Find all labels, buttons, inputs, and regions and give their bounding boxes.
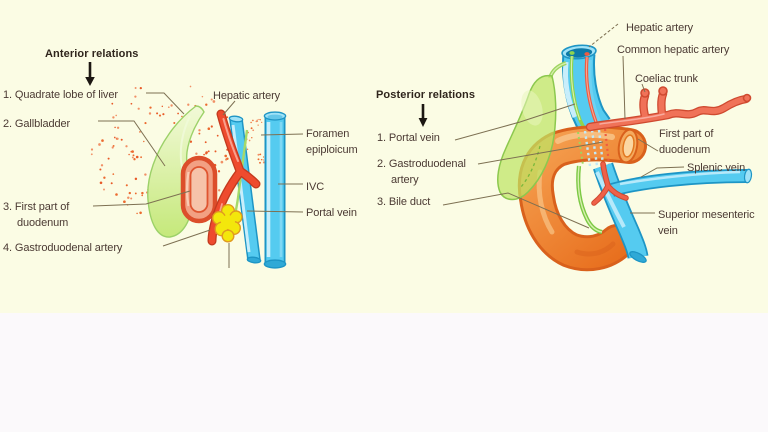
posterior-label-first-part-duodenum: First part of duodenum xyxy=(659,128,714,156)
posterior-label-common-hepatic-artery: Common hepatic artery xyxy=(617,44,730,56)
anterior-artwork xyxy=(85,62,304,269)
posterior-leader-lines xyxy=(442,23,685,229)
coeliac-trunk-vessel xyxy=(585,86,752,132)
duodenum-cross-section xyxy=(180,155,218,224)
lymph-node-shape xyxy=(211,203,243,243)
posterior-item-bile-duct: 3. Bile duct xyxy=(377,196,431,208)
anterior-title: Anterior relations xyxy=(45,48,139,60)
splenic-vein-tube xyxy=(610,168,753,197)
posterior-title: Posterior relations xyxy=(376,89,476,101)
posterior-label-coeliac-trunk: Coeliac trunk xyxy=(635,73,698,85)
figure-canvas: Anterior relations 1. Quadrate lobe of l… xyxy=(0,0,768,313)
anterior-label-hepatic-artery: Hepatic artery xyxy=(213,90,281,102)
anterior-item-quadrate-lobe: 1. Quadrate lobe of liver xyxy=(3,89,118,101)
posterior-label-splenic-vein: Splenic vein xyxy=(687,162,746,174)
bile-duct-tube xyxy=(576,165,603,235)
anterior-label-ivc: IVC xyxy=(306,181,325,193)
posterior-down-arrow-icon xyxy=(418,104,428,127)
diagram-artwork xyxy=(85,23,753,272)
anterior-item-first-part-duodenum: 3. First part of duodenum xyxy=(3,201,70,229)
anterior-label-portal-vein: Portal vein xyxy=(306,207,357,219)
anterior-label-foramen-epiploicum: Foramen epiploicum xyxy=(306,128,358,156)
anterior-item-gallbladder: 2. Gallbladder xyxy=(3,118,71,130)
hidden-vessel-dashes xyxy=(577,128,611,167)
portal-vein-tube xyxy=(228,115,262,264)
gastroduodenal-artery-fork xyxy=(591,161,629,206)
ivc-tube xyxy=(263,111,287,269)
bottom-whitespace xyxy=(0,313,768,432)
posterior-artwork xyxy=(418,23,753,272)
posterior-label-hepatic-artery: Hepatic artery xyxy=(626,22,694,34)
gallbladder-overlay-shape xyxy=(497,74,557,201)
bile-duct-line xyxy=(233,129,249,216)
anterior-down-arrow-icon xyxy=(85,62,95,86)
anterior-leader-lines xyxy=(92,92,304,268)
posterior-item-portal-vein: 1. Portal vein xyxy=(377,132,440,144)
posterior-item-gastroduodenal-artery: 2. Gastroduodenal artery xyxy=(377,158,466,186)
posterior-label-superior-mesenteric-vein: Superior mesenteric vein xyxy=(658,209,755,237)
anterior-item-gastroduodenal-artery: 4. Gastroduodenal artery xyxy=(3,242,123,254)
